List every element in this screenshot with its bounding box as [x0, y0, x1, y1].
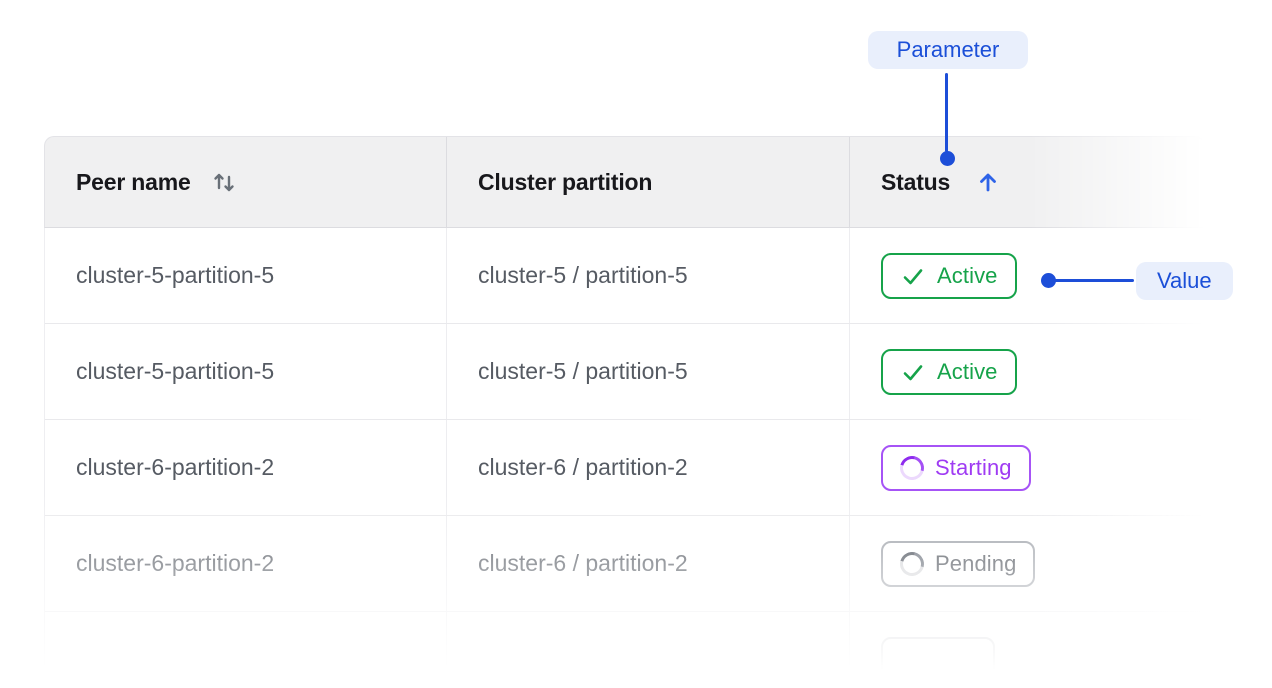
- cluster-partition-text: cluster-5 / partition-5: [478, 262, 688, 288]
- check-icon: [900, 263, 926, 289]
- sort-both-icon[interactable]: [209, 167, 239, 197]
- cluster-partition-text: cluster-5 / partition-5: [478, 358, 688, 384]
- cell-cluster-partition: [446, 612, 849, 688]
- cell-cluster-partition: cluster-5 / partition-5: [446, 228, 849, 323]
- status-badge-active: Active: [881, 252, 1017, 299]
- status-badge-active: Active: [881, 348, 1017, 395]
- parameter-connector-dot: [940, 151, 955, 166]
- table-row[interactable]: cluster-6-partition-2 cluster-6 / partiti…: [45, 516, 1205, 612]
- cell-status: Active: [849, 324, 1205, 419]
- cell-peer-name: [45, 612, 446, 688]
- cell-peer-name: cluster-6-partition-2: [45, 516, 446, 611]
- column-header-label: Peer name: [76, 168, 191, 195]
- status-label: Pending: [935, 550, 1017, 576]
- peer-name-text: cluster-5-partition-5: [76, 262, 275, 288]
- cluster-partition-text: cluster-6 / partition-2: [478, 550, 688, 576]
- column-header-status[interactable]: Status: [849, 137, 1204, 227]
- cell-peer-name: cluster-5-partition-5: [45, 228, 446, 323]
- peer-table-fade-wrapper: Peer name Cluster partition Status: [44, 136, 1205, 688]
- sort-ascending-icon[interactable]: [974, 168, 1002, 196]
- status-badge-pending: Pending: [881, 540, 1036, 587]
- value-callout-badge: Value: [1136, 262, 1233, 300]
- cell-peer-name: cluster-5-partition-5: [45, 324, 446, 419]
- check-icon: [900, 359, 926, 385]
- cell-cluster-partition: cluster-6 / partition-2: [446, 420, 849, 515]
- cell-status: Starting: [849, 420, 1205, 515]
- cluster-partition-text: cluster-6 / partition-2: [478, 454, 688, 480]
- column-header-peer-name[interactable]: Peer name: [45, 137, 446, 227]
- table-row[interactable]: cluster-5-partition-5 cluster-5 / partiti…: [45, 228, 1205, 324]
- status-badge-starting: Starting: [881, 444, 1031, 491]
- status-label: Active: [937, 358, 998, 384]
- column-header-cluster-partition[interactable]: Cluster partition: [446, 137, 849, 227]
- peer-name-text: cluster-5-partition-5: [76, 358, 275, 384]
- status-label: Active: [937, 262, 998, 288]
- cell-cluster-partition: cluster-5 / partition-5: [446, 324, 849, 419]
- cell-status: Pending: [849, 516, 1205, 611]
- peer-name-text: cluster-6-partition-2: [76, 454, 275, 480]
- parameter-callout-label: Parameter: [896, 37, 1000, 62]
- value-callout-label: Value: [1157, 268, 1212, 293]
- parameter-callout-badge: Parameter: [868, 31, 1028, 69]
- value-connector-line: [1052, 279, 1134, 282]
- table-header-row: Peer name Cluster partition Status: [44, 136, 1205, 228]
- cell-status: [849, 612, 1205, 688]
- table-body: cluster-5-partition-5 cluster-5 / partiti…: [44, 228, 1205, 688]
- status-label: Starting: [935, 454, 1012, 480]
- peer-name-text: cluster-6-partition-2: [76, 550, 275, 576]
- table-row[interactable]: cluster-6-partition-2 cluster-6 / partiti…: [45, 420, 1205, 516]
- column-header-label: Status: [881, 168, 951, 195]
- value-connector-dot: [1041, 273, 1056, 288]
- spinner-icon: [895, 547, 929, 580]
- table-row[interactable]: cluster-5-partition-5 cluster-5 / partiti…: [45, 324, 1205, 420]
- status-badge-ghost: [881, 636, 995, 683]
- column-header-label: Cluster partition: [478, 168, 653, 195]
- cell-peer-name: cluster-6-partition-2: [45, 420, 446, 515]
- spinner-icon: [895, 451, 929, 484]
- table-row[interactable]: [45, 612, 1205, 688]
- cell-status: Active: [849, 228, 1205, 323]
- cell-cluster-partition: cluster-6 / partition-2: [446, 516, 849, 611]
- parameter-connector-line: [945, 73, 948, 152]
